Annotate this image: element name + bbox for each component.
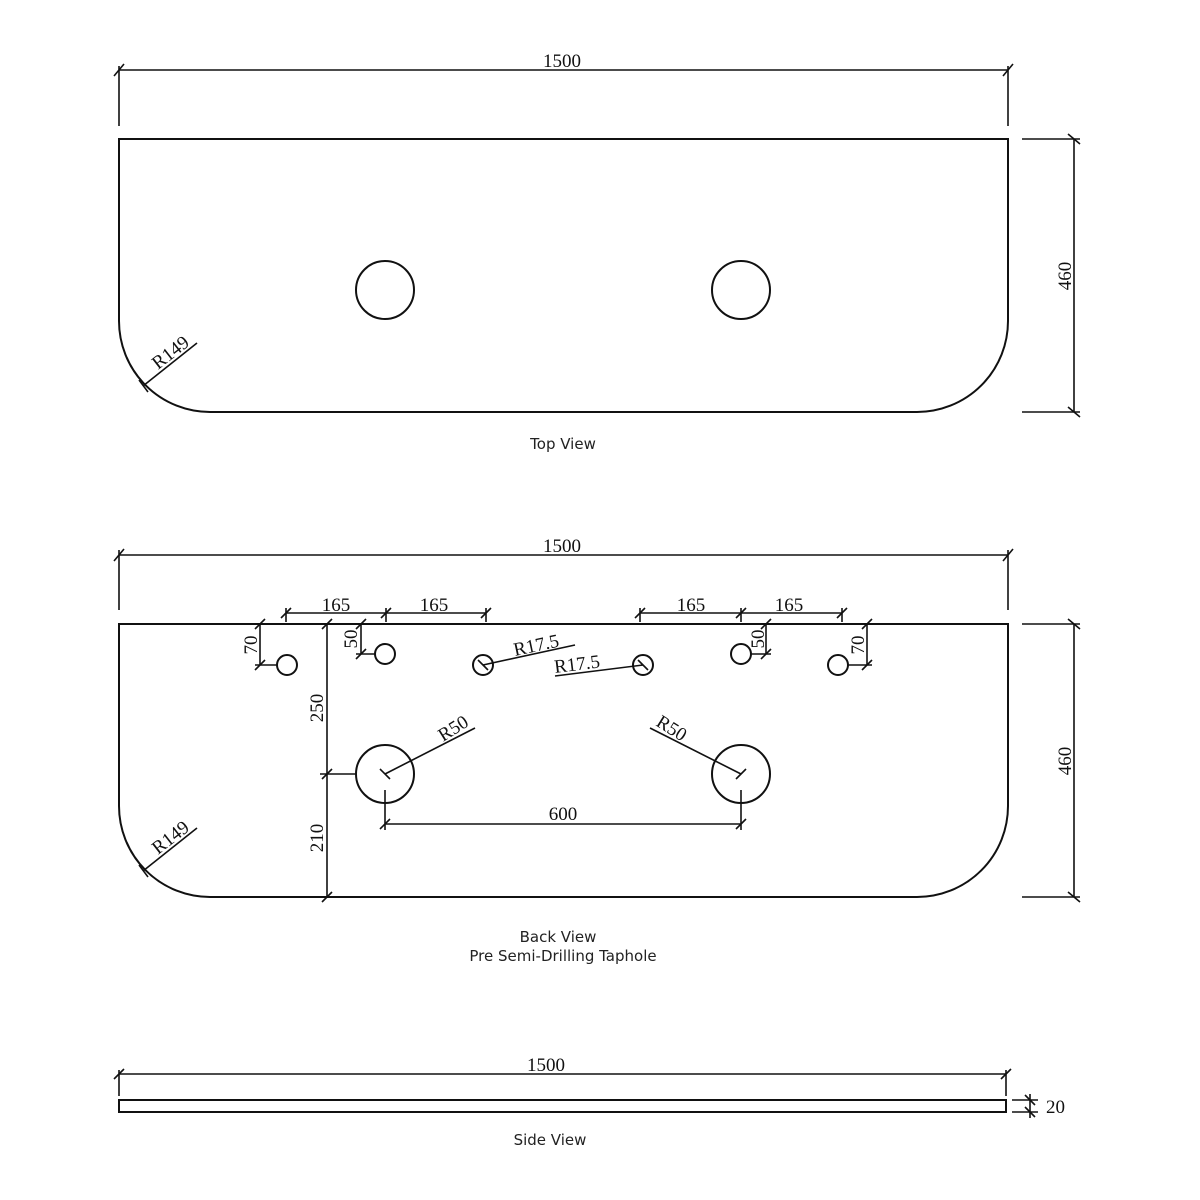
taphole-offset-right-50: 50 xyxy=(748,618,772,660)
taphole xyxy=(632,654,654,676)
back-slab-outline xyxy=(118,623,1009,898)
side-view: 1500 20 Side View xyxy=(113,1055,1065,1149)
back-width-label: 1500 xyxy=(543,536,581,557)
waste-radius-leader-right: R50 xyxy=(649,711,747,780)
back-width-dimension: 1500 xyxy=(113,536,1014,610)
top-waste-hole-right xyxy=(711,260,771,320)
waste-radius-leader-left: R50 xyxy=(379,712,476,780)
taphole-offset-left-70: 70 xyxy=(241,618,277,671)
taphole-offset-right-70: 70 xyxy=(848,618,873,671)
taphole xyxy=(374,643,396,665)
side-thickness-label: 20 xyxy=(1046,1097,1065,1118)
waste-spacing-dimension: 600 xyxy=(379,790,747,830)
back-view: 1500 165 165 165 165 xyxy=(113,536,1081,965)
top-view: 1500 R149 460 Top View xyxy=(113,51,1081,453)
waste-radius-label: R50 xyxy=(652,711,690,746)
top-width-label: 1500 xyxy=(543,51,581,72)
taphole-offset-label: 70 xyxy=(848,636,869,655)
waste-vertical-label: 210 xyxy=(307,824,328,853)
waste-vertical-dimension: 250 210 xyxy=(307,618,356,903)
top-corner-radius-label: R149 xyxy=(148,332,193,374)
taphole-offset-label: 70 xyxy=(241,636,262,655)
taphole-radius-label: R17.5 xyxy=(553,652,601,678)
side-view-caption: Side View xyxy=(514,1131,587,1149)
taphole xyxy=(276,654,298,676)
top-depth-label: 460 xyxy=(1055,262,1076,291)
top-waste-hole-left xyxy=(355,260,415,320)
waste-radius-label: R50 xyxy=(435,712,473,747)
waste-vertical-label: 250 xyxy=(307,694,328,723)
tap-spacing-left: 165 165 xyxy=(280,595,492,622)
waste-spacing-label: 600 xyxy=(549,804,578,825)
back-view-subcaption: Pre Semi-Drilling Taphole xyxy=(469,947,656,965)
taphole xyxy=(827,654,849,676)
tap-spacing-label: 165 xyxy=(677,595,706,616)
tap-spacing-right: 165 165 xyxy=(634,595,848,622)
taphole xyxy=(472,654,494,676)
side-slab-outline xyxy=(118,1099,1007,1113)
taphole-offset-left-50: 50 xyxy=(341,618,375,660)
back-view-caption: Back View xyxy=(520,928,597,946)
top-depth-dimension: 460 xyxy=(1022,133,1081,418)
back-corner-radius: R149 xyxy=(138,817,198,878)
taphole-offset-label: 50 xyxy=(341,630,362,649)
side-thickness-dimension: 20 xyxy=(1012,1094,1065,1118)
back-corner-radius-label: R149 xyxy=(148,817,193,859)
tap-spacing-label: 165 xyxy=(322,595,351,616)
back-depth-dimension: 460 xyxy=(1022,618,1081,903)
top-view-caption: Top View xyxy=(529,435,596,453)
side-width-label: 1500 xyxy=(527,1055,565,1076)
tap-spacing-label: 165 xyxy=(775,595,804,616)
taphole-offset-label: 50 xyxy=(748,630,769,649)
top-width-dimension: 1500 xyxy=(113,51,1014,126)
back-depth-label: 460 xyxy=(1055,747,1076,776)
tap-spacing-label: 165 xyxy=(420,595,449,616)
side-width-dimension: 1500 xyxy=(113,1055,1012,1096)
top-corner-radius: R149 xyxy=(138,332,198,393)
top-slab-outline xyxy=(118,138,1009,413)
